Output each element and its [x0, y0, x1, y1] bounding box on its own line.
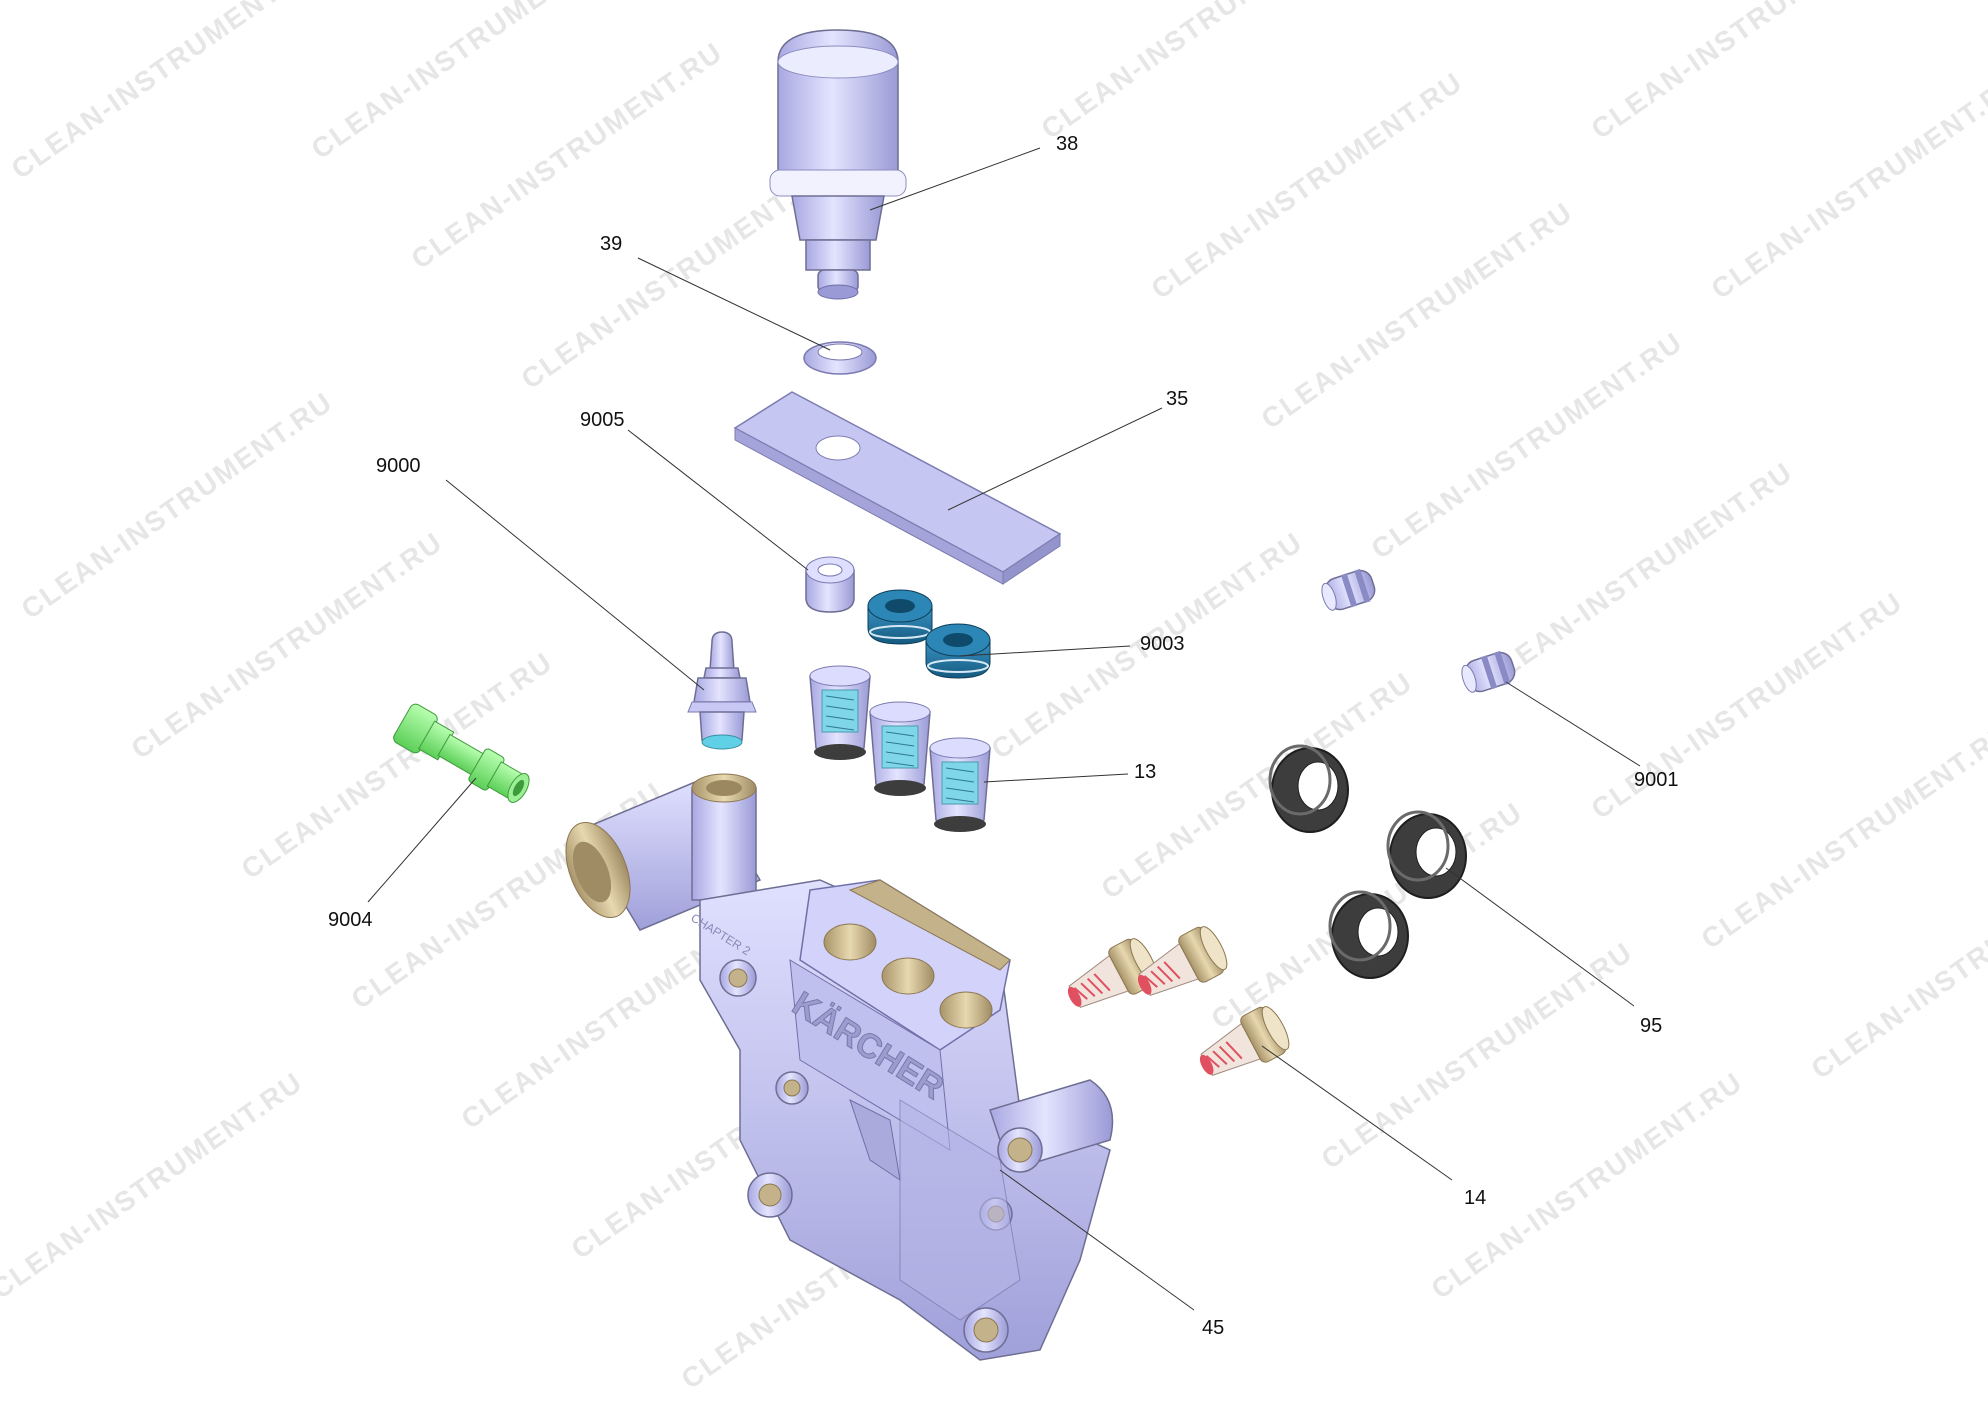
- callout-9000: 9000: [376, 455, 421, 477]
- callout-13: 13: [1134, 761, 1156, 783]
- check-valve: [1137, 926, 1228, 996]
- part-13-valves: [809, 665, 991, 832]
- valve: [869, 701, 931, 796]
- watermark: CLEAN-INSTRUMENT.RU: [1426, 1066, 1749, 1305]
- watermark: CLEAN-INSTRUMENT.RU: [1806, 846, 1988, 1085]
- part-35-plate: [733, 391, 1062, 585]
- valve: [809, 665, 871, 760]
- watermark: CLEAN-INSTRUMENT.RU: [16, 386, 339, 625]
- watermark: CLEAN-INSTRUMENT.RU: [1696, 716, 1988, 955]
- callout-14: 14: [1464, 1187, 1486, 1209]
- plug: [1461, 650, 1516, 693]
- rubber-ring: [1268, 744, 1349, 833]
- watermark: CLEAN-INSTRUMENT.RU: [1366, 326, 1689, 565]
- watermark: CLEAN-INSTRUMENT.RU: [0, 1066, 309, 1305]
- callout-38: 38: [1056, 133, 1078, 155]
- part-9004-adaptor: [393, 703, 530, 803]
- part-95-rubber-rings: [1268, 744, 1467, 979]
- callout-39: 39: [600, 233, 622, 255]
- check-valve: [1199, 1006, 1290, 1076]
- seal-blue: [925, 623, 991, 679]
- plug: [1321, 568, 1376, 611]
- part-45-pump-housing: KÄRCHER CHAPTER 2: [565, 773, 1114, 1361]
- watermark: CLEAN-INSTRUMENT.RU: [1476, 456, 1799, 695]
- callout-labels: 38 39 35 9005 9000 9003 13 9004 9001 95 …: [328, 133, 1679, 1339]
- watermark: CLEAN-INSTRUMENT.RU: [1586, 0, 1909, 145]
- watermark: CLEAN-INSTRUMENT.RU: [1036, 0, 1359, 145]
- part-9005-bush: [805, 556, 855, 613]
- watermark: CLEAN-INSTRUMENT.RU: [1146, 66, 1469, 305]
- callout-35: 35: [1166, 388, 1188, 410]
- part-9000-fitting: [687, 631, 757, 750]
- part-14-check-valves: [1067, 926, 1290, 1076]
- callout-9001: 9001: [1634, 769, 1679, 791]
- part-39-ring: [803, 341, 877, 375]
- watermark: CLEAN-INSTRUMENT.RU: [1256, 196, 1579, 435]
- rubber-ring: [1328, 890, 1409, 979]
- watermark: CLEAN-INSTRUMENT.RU: [6, 0, 329, 185]
- valve: [929, 737, 991, 832]
- callout-9003: 9003: [1140, 633, 1185, 655]
- callout-9005: 9005: [580, 409, 625, 431]
- seal-blue: [867, 589, 933, 645]
- callout-9004: 9004: [328, 909, 373, 931]
- watermark: CLEAN-INSTRUMENT.RU: [236, 646, 559, 885]
- part-38-accumulator: [769, 29, 907, 300]
- part-9001-plugs: [1321, 568, 1516, 693]
- leader-lines: [367, 147, 1641, 1311]
- rubber-ring: [1386, 810, 1467, 899]
- part-9003-seals: [867, 589, 991, 679]
- callout-45: 45: [1202, 1317, 1224, 1339]
- watermark: CLEAN-INSTRUMENT.RU: [1706, 66, 1988, 305]
- callout-95: 95: [1640, 1015, 1662, 1037]
- watermark: CLEAN-INSTRUMENT.RU: [1096, 666, 1419, 905]
